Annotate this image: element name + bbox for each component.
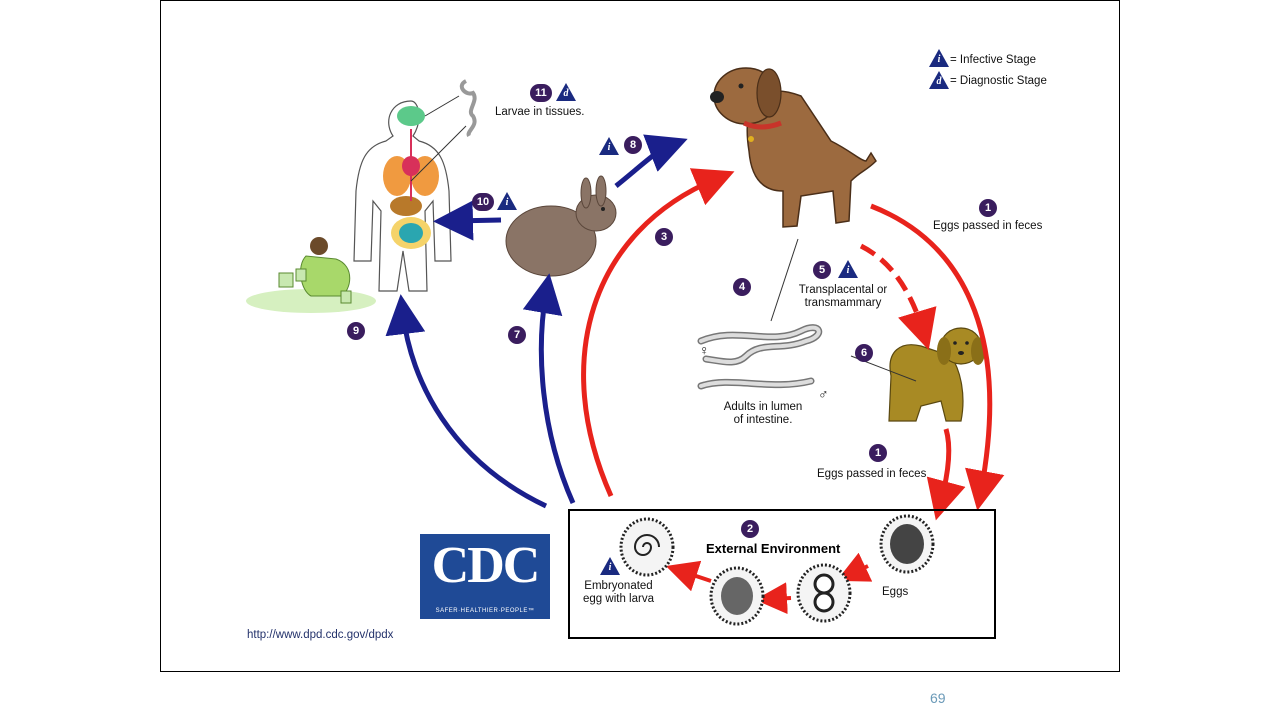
infective-stage-icon-5: i <box>838 260 858 278</box>
male-symbol: ♂ <box>818 386 829 402</box>
external-environment-title: External Environment <box>706 541 841 556</box>
transplacental-line-2: transmammary <box>804 297 882 309</box>
infective-stage-icon-10: i <box>497 192 517 210</box>
step-5-badge: 5 <box>813 261 831 279</box>
embryonated-egg-label: Embryonated egg with larva <box>571 580 666 606</box>
step-4-badge: 4 <box>733 278 751 296</box>
adults-line-1: Adults in lumen <box>723 401 803 413</box>
puppy-illustration <box>888 327 985 422</box>
lifecycle-diagram <box>246 67 1005 639</box>
infective-legend-label: = Infective Stage <box>950 54 1036 66</box>
step-11-badge: 11 <box>530 84 552 102</box>
cdc-logo: CDC SAFER·HEALTHIER·PEOPLE™ <box>420 534 550 619</box>
step-2-badge: 2 <box>741 520 759 538</box>
step-10-badge: 10 <box>472 193 494 211</box>
human-anatomy-illustration <box>353 79 477 292</box>
diagnostic-stage-icon-11: d <box>556 83 576 101</box>
external-environment-box <box>568 509 996 639</box>
step-3-badge: 3 <box>655 228 673 246</box>
page-number: 69 <box>930 690 946 706</box>
adults-line-2: of intestine. <box>733 414 793 426</box>
eggs-label: Eggs <box>882 586 909 598</box>
child-playing-illustration <box>246 237 376 313</box>
adults-in-intestine-label: Adults in lumen of intestine. <box>708 401 818 427</box>
blue-transmission-arrows <box>385 134 688 509</box>
cdc-logo-text: CDC <box>431 537 541 594</box>
step-9-badge: 9 <box>347 322 365 340</box>
infective-stage-icon-embryonated: i <box>600 557 620 575</box>
embryonated-line-2: egg with larva <box>583 593 654 605</box>
egg-stages-illustration <box>619 514 935 626</box>
female-symbol: ♀ <box>699 342 710 358</box>
step-7-badge: 7 <box>508 326 526 344</box>
adult-dog-illustration <box>710 67 877 228</box>
step-1-badge-puppy: 1 <box>869 444 887 462</box>
step-1-badge-dog: 1 <box>979 199 997 217</box>
transplacental-label: Transplacental or transmammary <box>783 284 903 310</box>
slide-frame: i = Infective Stage d = Diagnostic Stage… <box>160 0 1120 672</box>
embryonated-line-1: Embryonated <box>584 580 653 592</box>
eggs-in-feces-label-dog: Eggs passed in feces <box>933 220 1043 232</box>
step-8-badge: 8 <box>624 136 642 154</box>
cdc-url-link[interactable]: http://www.dpd.cdc.gov/dpdx <box>247 629 394 641</box>
cdc-tagline: SAFER·HEALTHIER·PEOPLE™ <box>435 608 535 614</box>
red-transmission-arrows <box>581 168 1005 615</box>
diagnostic-legend-label: = Diagnostic Stage <box>950 75 1047 87</box>
infective-legend-icon: i <box>929 49 949 67</box>
diagnostic-legend-icon: d <box>929 71 949 89</box>
eggs-in-feces-label-puppy: Eggs passed in feces <box>817 468 927 480</box>
step-6-badge: 6 <box>855 344 873 362</box>
transplacental-line-1: Transplacental or <box>798 284 888 296</box>
rabbit-illustration <box>505 175 617 277</box>
infective-stage-icon-8: i <box>599 137 619 155</box>
larvae-in-tissues-label: Larvae in tissues. <box>495 106 585 118</box>
